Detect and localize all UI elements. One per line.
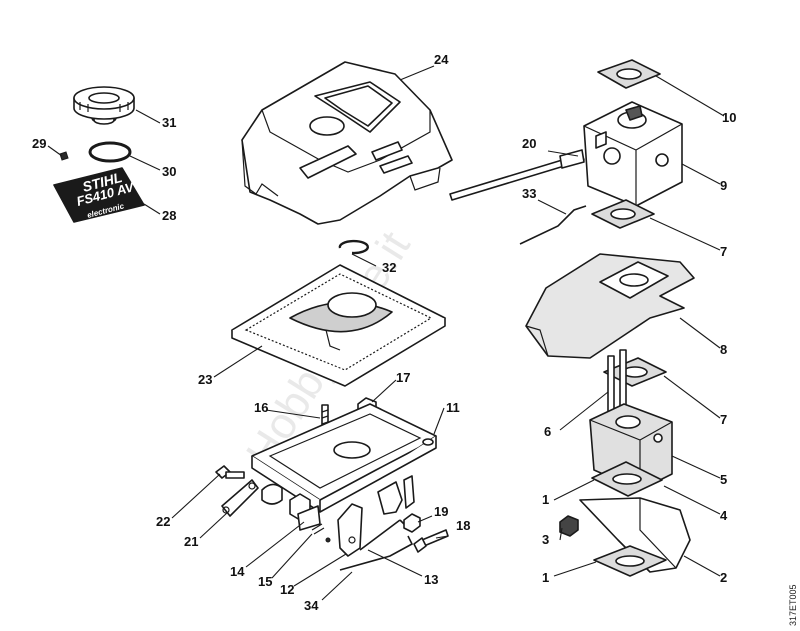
label-4: 4 [720,508,728,523]
cover-part [241,61,453,225]
label-22: 22 [156,514,170,529]
gasket-1-lower [593,545,667,577]
label-14: 14 [230,564,245,579]
carburetor-part [583,101,683,207]
gasket-10 [597,59,661,89]
pin-part [59,151,69,161]
figure-code: 317ET005 [788,584,798,626]
nameplate: STIHL FS410 AV electronic [53,167,145,223]
label-1-upper: 1 [542,492,549,507]
label-3: 3 [542,532,549,547]
label-24: 24 [434,52,449,67]
o-ring-part [88,141,132,163]
label-11: 11 [446,400,460,415]
ball-15 [325,537,331,543]
label-16: 16 [254,400,268,415]
bolt-15 [311,523,325,535]
shaft-20 [449,149,585,201]
label-32: 32 [382,260,396,275]
label-8: 8 [720,342,727,357]
label-29: 29 [32,136,46,151]
label-15: 15 [258,574,272,589]
label-13: 13 [424,572,438,587]
screw-22 [215,465,245,479]
wire-34 [339,535,414,571]
studs-6 [607,349,627,419]
base-plate-part [251,403,437,521]
lever-12 [337,503,363,557]
heat-shield-part [525,253,695,359]
label-19: 19 [434,504,448,519]
clip-14 [297,505,321,531]
label-33: 33 [522,186,536,201]
label-20: 20 [522,136,536,151]
gasket-7-upper [591,199,655,229]
label-18: 18 [456,518,470,533]
gasket-4 [591,461,663,497]
link-21 [221,479,259,517]
label-7-lower: 7 [720,412,727,427]
label-31: 31 [162,115,176,130]
label-2: 2 [720,570,727,585]
label-30: 30 [162,164,176,179]
label-23: 23 [198,372,212,387]
bolt-18 [413,529,449,553]
air-filter-part [231,264,446,387]
label-9: 9 [720,178,727,193]
label-7-upper: 7 [720,244,727,259]
label-21: 21 [184,534,198,549]
label-5: 5 [720,472,727,487]
rod-13 [359,519,411,551]
label-17: 17 [396,370,410,385]
label-28: 28 [162,208,176,223]
label-34: 34 [304,598,319,613]
wire-33 [519,205,587,245]
label-6: 6 [544,424,551,439]
label-12: 12 [280,582,294,597]
knob-part [73,86,135,125]
circlip-part [338,239,369,255]
nut-19 [403,513,421,533]
label-10: 10 [722,110,736,125]
nut-3 [559,515,579,537]
label-1-lower: 1 [542,570,549,585]
